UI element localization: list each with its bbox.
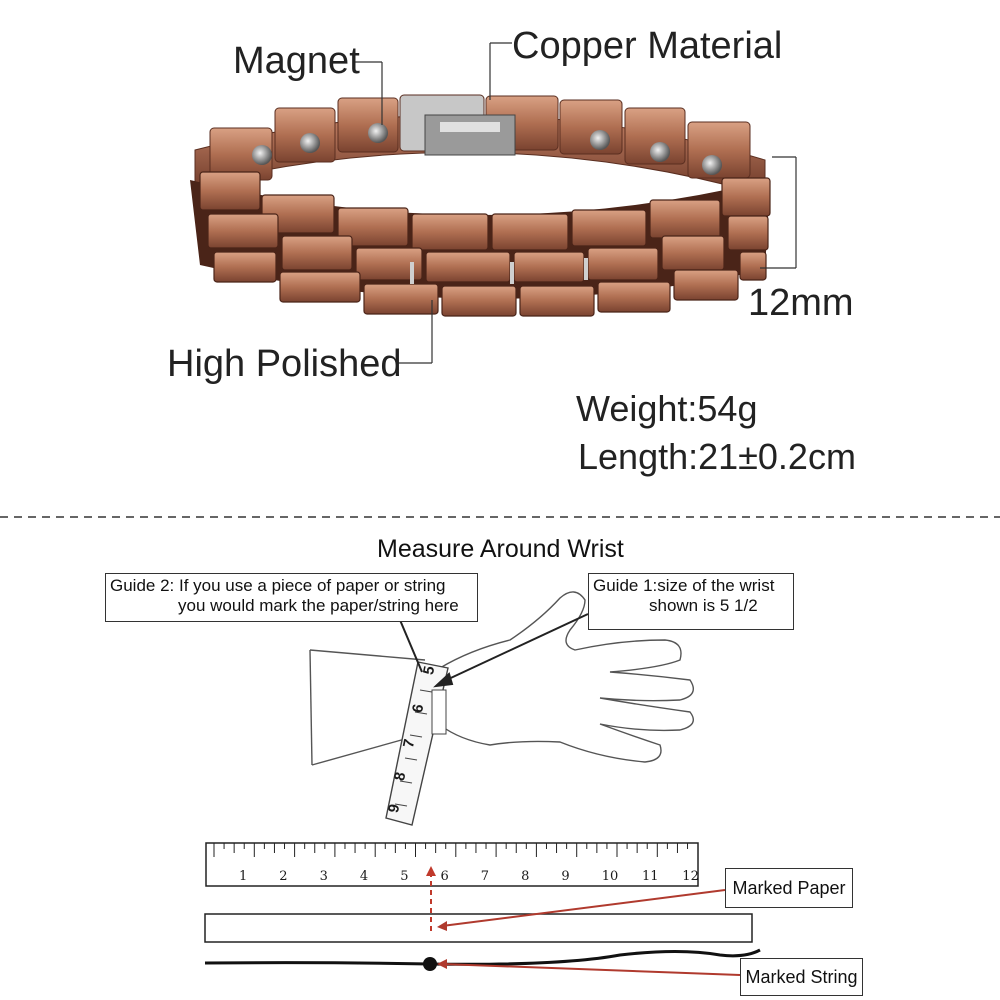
ruler-number: 3: [319, 869, 328, 884]
polished-label: High Polished: [167, 343, 402, 385]
magnet-label: Magnet: [233, 40, 360, 82]
magnet-dots: [252, 123, 722, 175]
ruler-number: 12: [682, 869, 699, 884]
guide1-box: Guide 1:size of the wrist shown is 5 1/2: [588, 573, 794, 630]
string: [204, 948, 761, 966]
guide1-line2: shown is 5 1/2: [649, 596, 758, 615]
weight-spec: Weight:54g: [576, 388, 758, 429]
measure-title: Measure Around Wrist: [377, 535, 624, 563]
ruler: [205, 842, 699, 887]
ruler-number: 11: [642, 869, 659, 884]
ruler-number: 9: [561, 869, 570, 884]
paper-strip: [204, 913, 753, 943]
wrist-tape: [385, 661, 449, 826]
marked-paper-label: Marked Paper: [725, 868, 853, 908]
ruler-number: 2: [279, 869, 288, 884]
guide2-line1: Guide 2: If you use a piece of paper or …: [110, 576, 446, 595]
ruler-number: 4: [359, 869, 369, 884]
marked-string-label: Marked String: [740, 958, 863, 996]
ruler-number: 5: [400, 869, 409, 884]
guide1-line1: Guide 1:size of the wrist: [593, 576, 775, 595]
ruler-number: 6: [440, 869, 449, 884]
ruler-number: 8: [521, 869, 530, 884]
copper-label: Copper Material: [512, 25, 783, 67]
guide2-box: Guide 2: If you use a piece of paper or …: [105, 573, 478, 622]
width-label: 12mm: [748, 282, 854, 324]
ruler-number: 10: [601, 869, 619, 884]
ruler-number: 1: [239, 869, 248, 884]
ruler-number: 7: [480, 869, 490, 884]
length-spec: Length:21±0.2cm: [578, 436, 856, 477]
guide2-line2: you would mark the paper/string here: [178, 596, 459, 615]
